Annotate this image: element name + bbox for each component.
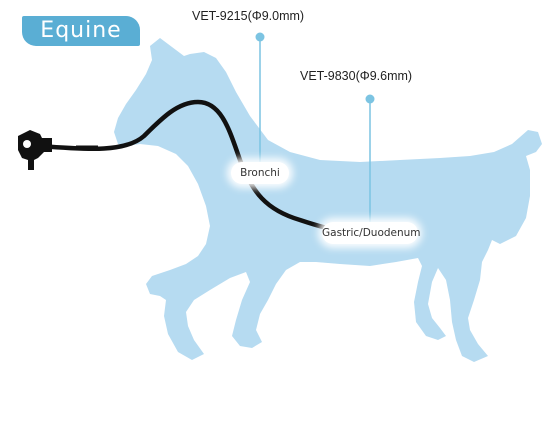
scope-model-label-2: VET-9830(Φ9.6mm) <box>300 69 412 83</box>
category-tab-label: Equine <box>22 16 140 46</box>
endoscope-handle-icon <box>18 130 52 170</box>
category-tab: Equine <box>22 16 140 46</box>
horse-silhouette <box>114 38 542 362</box>
scope-model-label-1: VET-9215(Φ9.0mm) <box>192 9 304 23</box>
pin-icon <box>256 33 265 42</box>
target-label-gastric-duodenum: Gastric/Duodenum <box>322 222 418 244</box>
target-label-bronchi: Bronchi <box>231 162 289 184</box>
pin-icon <box>366 95 375 104</box>
